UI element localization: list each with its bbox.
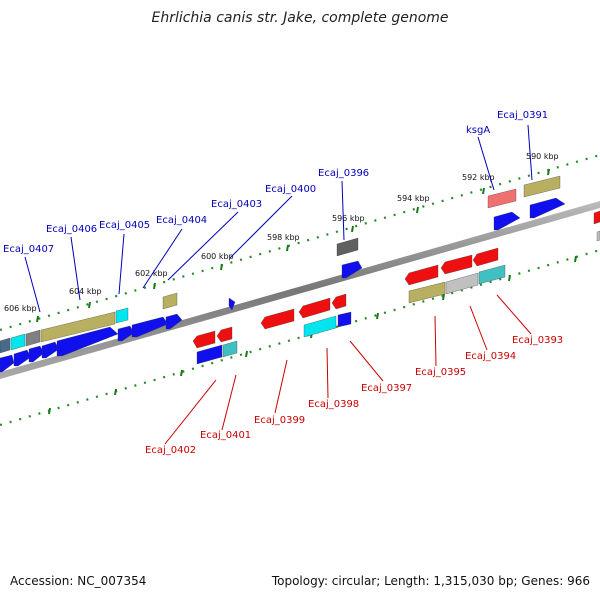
- gene-block: [28, 345, 45, 363]
- gene-label-ecaj-0404[interactable]: Ecaj_0404: [156, 215, 207, 226]
- gene-label-ecaj-0396[interactable]: Ecaj_0396: [318, 168, 369, 179]
- gene-block: [336, 237, 359, 257]
- major-ticks-upper: [36, 168, 550, 323]
- leader-lines-reverse: [164, 294, 532, 445]
- gene-label-ecaj-0400[interactable]: Ecaj_0400: [265, 184, 316, 195]
- tick-label-600: 600 kbp: [201, 252, 234, 261]
- gene-block: [131, 316, 169, 338]
- gene-block: [593, 210, 600, 225]
- gene-block: [523, 175, 561, 198]
- tick-label-604: 604 kbp: [69, 287, 102, 296]
- gene-label-ecaj-0403[interactable]: Ecaj_0403: [211, 199, 262, 210]
- gene-label-ecaj-0407[interactable]: Ecaj_0407: [3, 244, 54, 255]
- gene-label-ecaj-0398[interactable]: Ecaj_0398: [308, 399, 359, 410]
- gene-block: [493, 211, 521, 231]
- tick-label-594: 594 kbp: [397, 194, 430, 203]
- gene-block: [25, 329, 41, 347]
- gene-block: [0, 337, 11, 354]
- gene-block: [117, 325, 135, 342]
- gene-label-ecaj-0401[interactable]: Ecaj_0401: [200, 430, 251, 441]
- major-ticks-lower: [48, 255, 577, 415]
- gene-block: [337, 311, 352, 328]
- gene-block: [192, 330, 216, 349]
- reverse-genes: [192, 247, 506, 365]
- gene-block: [216, 326, 233, 343]
- gene-block: [529, 197, 566, 219]
- gene-label-ecaj-0399[interactable]: Ecaj_0399: [254, 415, 305, 426]
- gene-block: [115, 307, 129, 324]
- gene-block: [10, 333, 26, 351]
- gene-block: [478, 264, 506, 285]
- gene-block: [303, 315, 337, 338]
- leader-lines-forward: [24, 124, 533, 313]
- gene-label-ecaj-0405[interactable]: Ecaj_0405: [99, 220, 150, 231]
- gene-block: [408, 281, 446, 304]
- gene-block: [196, 344, 223, 365]
- gene-block: [404, 264, 439, 286]
- gene-block: [440, 254, 473, 275]
- tick-label-602: 602 kbp: [135, 269, 168, 278]
- gene-block: [260, 308, 295, 330]
- tick-label-596: 596 kbp: [332, 214, 365, 223]
- gene-label-ecaj-0391[interactable]: Ecaj_0391: [497, 110, 548, 121]
- gene-block: [40, 311, 116, 343]
- gene-label-ecaj-0395[interactable]: Ecaj_0395: [415, 367, 466, 378]
- gene-label-ecaj-0393[interactable]: Ecaj_0393: [512, 335, 563, 346]
- gene-block: [487, 188, 517, 209]
- gene-block: [0, 354, 15, 373]
- topology-text: Topology: circular; Length: 1,315,030 bp…: [271, 574, 590, 588]
- gene-block: [472, 247, 499, 267]
- gene-block: [596, 230, 600, 242]
- forward-genes: [0, 175, 600, 373]
- tick-label-598: 598 kbp: [267, 233, 300, 242]
- genome-backbone: [0, 201, 600, 379]
- gene-label-ecaj-0402[interactable]: Ecaj_0402: [145, 445, 196, 456]
- gene-block: [341, 260, 363, 279]
- gene-label-ecaj-0394[interactable]: Ecaj_0394: [465, 351, 516, 362]
- map-title: Ehrlichia canis str. Jake, complete geno…: [151, 10, 449, 26]
- tick-label-592: 592 kbp: [462, 173, 495, 182]
- gene-block: [331, 293, 347, 310]
- gene-label-ecaj-0406[interactable]: Ecaj_0406: [46, 224, 97, 235]
- gene-label-ksga[interactable]: ksgA: [466, 125, 490, 136]
- gene-block: [162, 292, 178, 310]
- gene-label-ecaj-0397[interactable]: Ecaj_0397: [361, 383, 412, 394]
- tick-label-590: 590 kbp: [526, 152, 559, 161]
- tick-track-upper: [0, 153, 600, 332]
- tick-track-lower: [0, 248, 600, 427]
- gene-block: [56, 326, 119, 357]
- gene-block: [222, 340, 238, 358]
- gene-block: [228, 297, 236, 311]
- gene-block: [165, 313, 183, 330]
- accession-text: Accession: NC_007354: [10, 574, 147, 588]
- gene-block: [445, 272, 479, 295]
- tick-label-606: 606 kbp: [4, 304, 37, 313]
- gene-block: [298, 297, 331, 319]
- gene-block: [13, 349, 32, 367]
- gene-block: [41, 341, 60, 359]
